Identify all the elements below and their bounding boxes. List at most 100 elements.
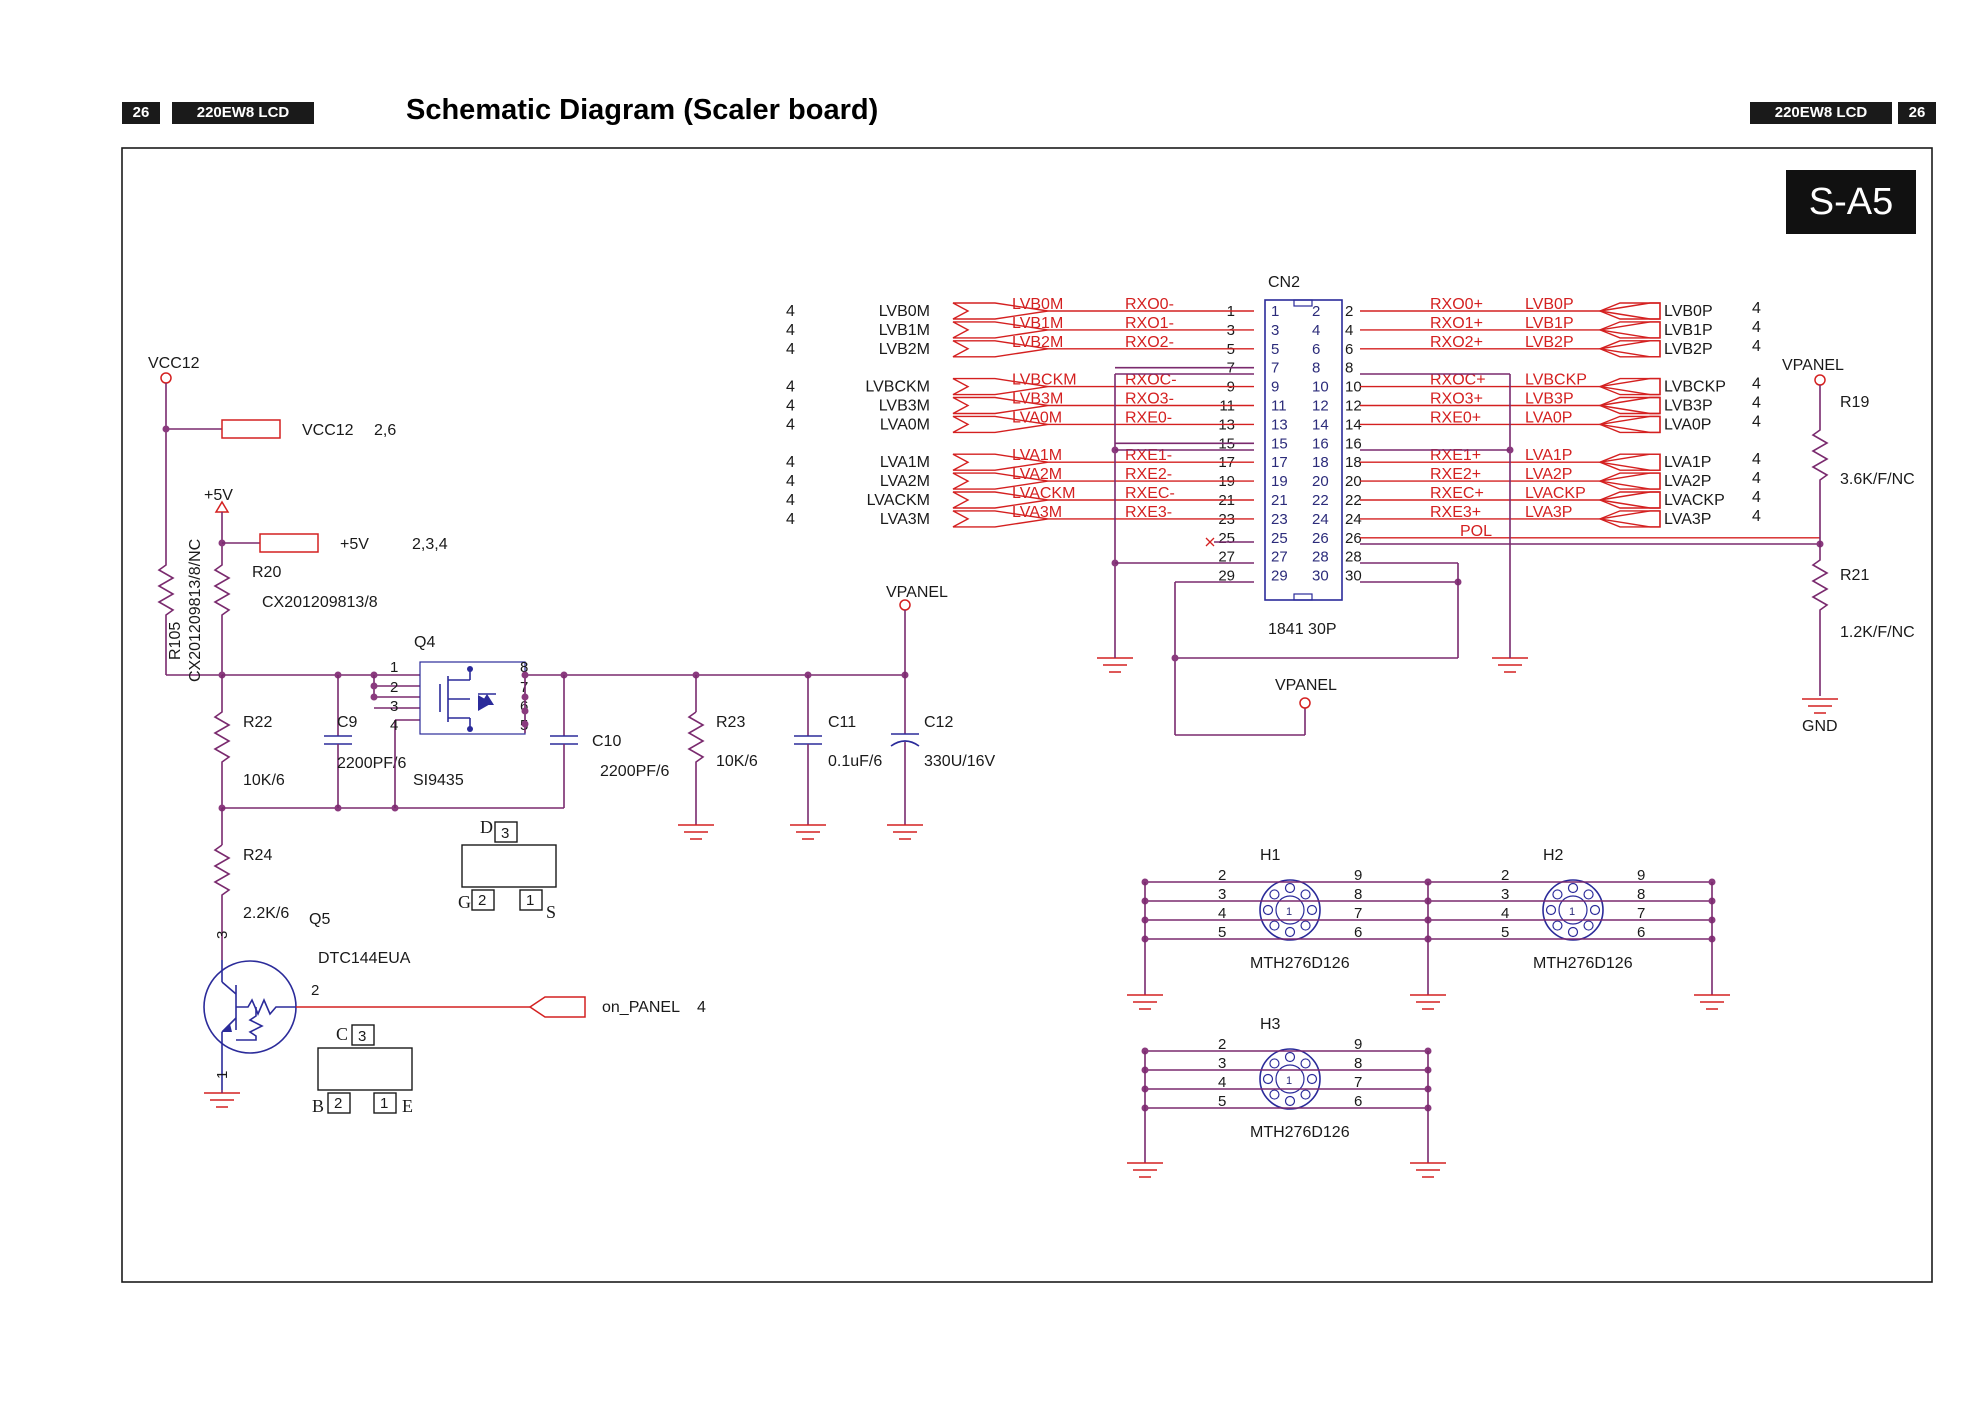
hole-label: H3 bbox=[1260, 1016, 1281, 1033]
cn2-pin-left: 27 bbox=[1218, 549, 1235, 566]
cn2-sheet-left: 4 bbox=[786, 379, 795, 396]
cn2-pin-inner-right: 2 bbox=[1312, 303, 1320, 320]
hole-center-pin: 1 bbox=[1286, 906, 1292, 918]
cn2-pin-right: 24 bbox=[1345, 511, 1362, 528]
cn2-sheet-right: 4 bbox=[1752, 319, 1761, 336]
cn2-pin-left: 29 bbox=[1218, 568, 1235, 585]
hole-pad bbox=[1269, 920, 1280, 931]
hole-pad bbox=[1262, 1073, 1274, 1085]
cn2-pin-inner-left: 1 bbox=[1271, 303, 1279, 320]
r20-label: R20 bbox=[252, 564, 281, 581]
r23-label: R23 bbox=[716, 714, 745, 731]
cn2-sheet-left: 4 bbox=[786, 303, 795, 320]
hole-ring bbox=[1259, 879, 1321, 941]
pkg-c: C bbox=[336, 1024, 348, 1044]
cn2-sig-label: RXEC- bbox=[1125, 485, 1175, 502]
cn2-net-label: LVB2M bbox=[1012, 334, 1063, 351]
cn2-port-left bbox=[952, 340, 1049, 358]
cn2-net-label: LVB3M bbox=[1012, 391, 1063, 408]
cn2-port-label-right: LVB2P bbox=[1664, 341, 1713, 358]
cn2-sig-label: RXE3+ bbox=[1430, 504, 1481, 521]
cn2-pin-inner-left: 25 bbox=[1271, 530, 1288, 547]
cn2-port-right bbox=[1599, 377, 1661, 396]
cn2-pin-inner-right: 30 bbox=[1312, 568, 1329, 585]
hole-pin-right: 6 bbox=[1637, 924, 1645, 941]
r24-value: 2.2K/6 bbox=[243, 905, 289, 922]
hole-pin-right: 6 bbox=[1354, 924, 1362, 941]
cn2-port-label-right: LVACKP bbox=[1664, 492, 1725, 509]
q4-pin4: 4 bbox=[390, 717, 398, 734]
cn2-port-left bbox=[952, 302, 1049, 320]
hole-pad bbox=[1306, 1073, 1318, 1085]
cn2-net-label: LVA0P bbox=[1525, 409, 1572, 426]
vpanel-right-label: VPANEL bbox=[1782, 357, 1844, 374]
hole-pad bbox=[1300, 889, 1311, 900]
hole-ring bbox=[1259, 1048, 1321, 1110]
q4-pin3: 3 bbox=[390, 698, 398, 715]
cn2-pin-inner-left: 11 bbox=[1271, 398, 1287, 415]
cn2-port-right bbox=[1599, 340, 1661, 358]
cn2-port-right bbox=[1599, 321, 1661, 339]
cn2-pin-inner-right: 16 bbox=[1312, 435, 1329, 452]
cn2-sig-label: RXE3- bbox=[1125, 504, 1172, 521]
cn2-net-label: LVACKM bbox=[1012, 485, 1075, 502]
cn2-pin-inner-left: 17 bbox=[1271, 454, 1288, 471]
cn2-net-label: LVA0M bbox=[1012, 409, 1062, 426]
cn2-sheet-right: 4 bbox=[1752, 395, 1761, 412]
hole-pad bbox=[1284, 1051, 1296, 1063]
cn2-sig-label: RXO0- bbox=[1125, 296, 1174, 313]
hole-pin-left: 4 bbox=[1218, 905, 1226, 922]
cn2-port-label-left: LVA2M bbox=[880, 473, 930, 490]
page-number-left: 26 bbox=[122, 102, 160, 124]
cn2-port-label-left: LVBCKM bbox=[865, 379, 930, 396]
model-badge-left: 220EW8 LCD bbox=[172, 102, 314, 124]
cn2-port-right-outline bbox=[1598, 377, 1661, 396]
hole-pin-left: 2 bbox=[1218, 867, 1226, 884]
p5v-port-label: +5V bbox=[340, 536, 369, 553]
vpanel-mid-label: VPANEL bbox=[1275, 677, 1337, 694]
cn2-port-label-left: LVACKM bbox=[867, 492, 930, 509]
cn2-pin-inner-right: 24 bbox=[1312, 511, 1329, 528]
cn2-net-label: LVA2P bbox=[1525, 466, 1572, 483]
hole-pin-right: 8 bbox=[1354, 1055, 1362, 1072]
hole-pad bbox=[1284, 926, 1296, 938]
cn2-sheet-right: 4 bbox=[1752, 508, 1761, 525]
cn2-port-right-outline bbox=[1598, 453, 1661, 471]
cn2-pin-inner-right: 4 bbox=[1312, 322, 1320, 339]
hole-pin-right: 7 bbox=[1354, 905, 1362, 922]
cn2-sig-label: RXOC- bbox=[1125, 372, 1177, 389]
cn2-port-left bbox=[952, 396, 1049, 415]
cn2-pin-inner-right: 22 bbox=[1312, 492, 1329, 509]
q4-label: Q4 bbox=[414, 634, 435, 651]
hole-pin-left: 2 bbox=[1501, 867, 1509, 884]
q4-pin2: 2 bbox=[390, 679, 398, 696]
hole-pad bbox=[1583, 920, 1594, 931]
cn2-port-label-right: LVA0P bbox=[1664, 416, 1711, 433]
cn2-net-label: LVA1M bbox=[1012, 447, 1062, 464]
cn2-port-right-outline bbox=[1598, 510, 1661, 528]
cn2-sheet-left: 4 bbox=[786, 322, 795, 339]
cn2-net-label: LVB1P bbox=[1525, 315, 1574, 332]
ground-symbol bbox=[1127, 994, 1163, 1010]
hole-part: MTH276D126 bbox=[1250, 1124, 1350, 1141]
on-panel-ref: 4 bbox=[697, 999, 706, 1016]
cn2-net-label: LVBCKP bbox=[1525, 372, 1587, 389]
cn2-sheet-left: 4 bbox=[786, 398, 795, 415]
hole-pad bbox=[1567, 926, 1579, 938]
r105-value: CX201209813/8/NC bbox=[187, 539, 204, 682]
hole-pad bbox=[1269, 1058, 1280, 1069]
cn2-pin-inner-right: 26 bbox=[1312, 530, 1329, 547]
cn2-sig-label: RXO0+ bbox=[1430, 296, 1483, 313]
cn2-net-label: LVB0P bbox=[1525, 296, 1574, 313]
pkg-e-pin: 1 bbox=[380, 1095, 388, 1112]
cn2-pin-inner-left: 19 bbox=[1271, 473, 1288, 490]
hole-pad bbox=[1567, 882, 1579, 894]
r23-value: 10K/6 bbox=[716, 753, 758, 770]
r19-value: 3.6K/F/NC bbox=[1840, 471, 1915, 488]
cn2-port-left bbox=[952, 472, 1049, 490]
cn2-pin-inner-right: 8 bbox=[1312, 360, 1320, 377]
hole-center bbox=[1275, 1064, 1305, 1094]
